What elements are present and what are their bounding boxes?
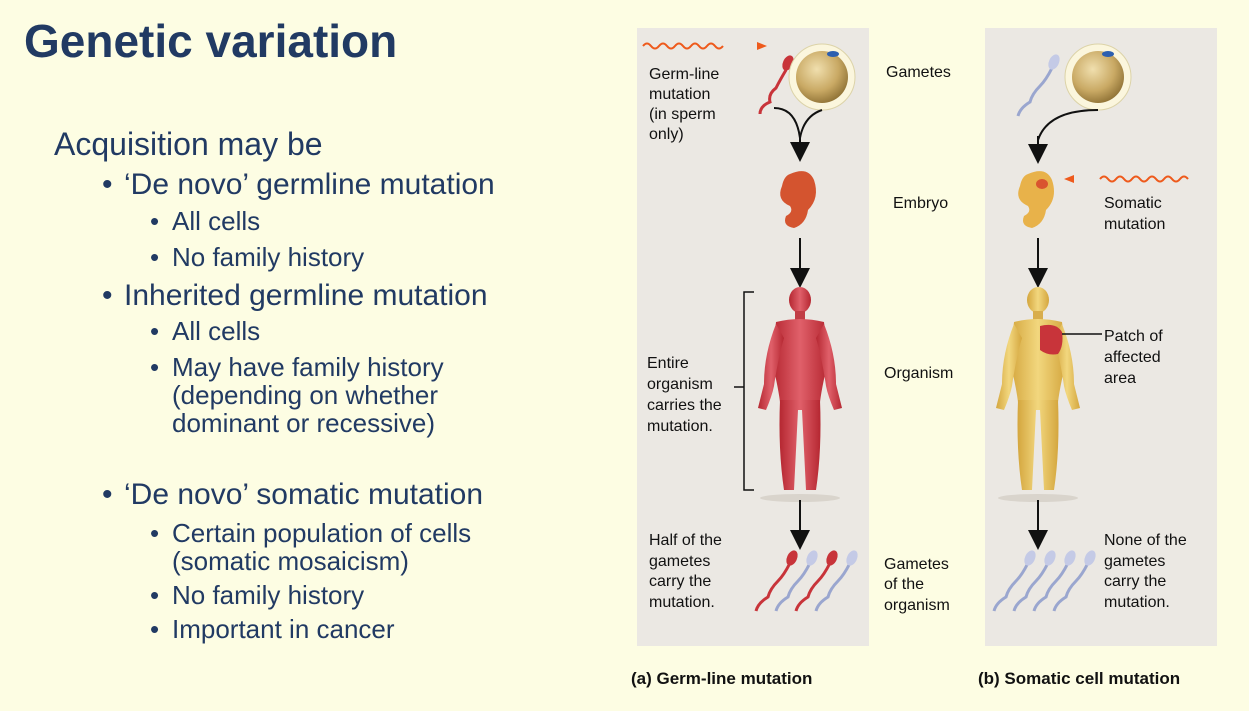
label-none-gametes-3: carry the	[1104, 573, 1166, 590]
label-entire-organism-3: carries the	[647, 397, 722, 414]
label-patch-1: Patch of	[1104, 328, 1163, 345]
label-entire-organism-1: Entire	[647, 355, 689, 372]
organism-bracket	[743, 291, 754, 491]
caption-germline: (a) Germ-line mutation	[631, 669, 812, 688]
embryo-mutant	[780, 171, 816, 228]
gametes-none-mutant	[992, 550, 1096, 612]
label-stage-embryo: Embryo	[893, 195, 948, 212]
label-none-gametes-4: mutation.	[1104, 594, 1170, 611]
panel-germline	[637, 28, 869, 646]
label-germline-mutation-4: only)	[649, 126, 684, 143]
label-stage-gametes-org-3: organism	[884, 597, 950, 614]
affected-patch	[1040, 324, 1063, 355]
merge-line-right	[799, 109, 823, 139]
gametes-half-mutant	[754, 550, 858, 612]
egg-nucleus-dot-b	[1102, 51, 1114, 57]
label-stage-organism: Organism	[884, 365, 953, 382]
label-entire-organism-4: mutation.	[647, 418, 713, 435]
bullet-dot: •	[102, 279, 113, 312]
sub-bullet-cells-population-line1: Certain population of cells	[172, 518, 472, 548]
bullet-denovo-germline: ‘De novo’ germline mutation	[124, 168, 495, 201]
sub-bullet-family-history-line2: (depending on whether	[172, 380, 438, 410]
label-somatic-mutation-1: Somatic	[1104, 195, 1162, 212]
sub-bullet-family-history-line3: dominant or recessive)	[172, 408, 435, 438]
label-germline-mutation-2: mutation	[649, 86, 710, 103]
label-half-gametes-4: mutation.	[649, 594, 715, 611]
label-entire-organism-2: organism	[647, 376, 713, 393]
label-germline-mutation-1: Germ-line	[649, 66, 719, 83]
sub-bullet-no-family-history-1: No family history	[172, 242, 365, 272]
label-half-gametes-1: Half of the	[649, 532, 722, 549]
label-somatic-mutation-2: mutation	[1104, 216, 1165, 233]
bullet-inherited-germline: Inherited germline mutation	[124, 279, 488, 312]
label-stage-gametes-org-1: Gametes	[884, 556, 949, 573]
bullet-dot: •	[150, 206, 160, 236]
label-stage-gametes: Gametes	[886, 64, 951, 81]
label-none-gametes-1: None of the	[1104, 532, 1187, 549]
egg-nucleus-dot	[827, 51, 839, 57]
bullet-dot: •	[150, 614, 160, 644]
caption-somatic: (b) Somatic cell mutation	[978, 669, 1180, 688]
bullet-denovo-somatic: ‘De novo’ somatic mutation	[124, 478, 484, 511]
mutant-sperm-tail	[758, 69, 788, 115]
sub-bullet-cells-population-line2: (somatic mosaicism)	[172, 546, 409, 576]
label-germline-mutation-3: (in sperm	[649, 106, 716, 123]
merge-line-left	[773, 107, 801, 139]
bullet-dot: •	[102, 168, 113, 201]
label-stage-gametes-org-2: of the	[884, 576, 924, 593]
sub-bullet-all-cells-2: All cells	[172, 316, 261, 346]
merge-line-b	[1037, 109, 1099, 141]
egg-cell	[796, 51, 848, 103]
bullet-dot: •	[150, 580, 160, 610]
normal-sperm-head	[1048, 54, 1060, 70]
embryo-patch	[1036, 179, 1048, 189]
somatic-arrowhead	[1064, 175, 1074, 183]
human-figure-somatic	[996, 287, 1080, 502]
label-half-gametes-2: gametes	[649, 553, 710, 570]
label-none-gametes-2: gametes	[1104, 553, 1165, 570]
label-patch-2: affected	[1104, 349, 1161, 366]
bullet-dot: •	[102, 478, 113, 511]
human-figure-mutant	[758, 287, 842, 502]
bullet-dot: •	[150, 316, 160, 346]
bullet-dot: •	[150, 242, 160, 272]
intro-text: Acquisition may be	[54, 126, 323, 162]
mutagen-wavy-arrow	[642, 42, 724, 50]
mutagen-arrowhead	[757, 42, 767, 50]
slide-title: Genetic variation	[24, 15, 398, 67]
sub-bullet-cancer: Important in cancer	[172, 614, 395, 644]
normal-sperm-tail	[1016, 67, 1054, 117]
somatic-wavy-arrow	[1099, 175, 1189, 183]
sub-bullet-family-history-line1: May have family history	[172, 352, 444, 382]
sub-bullet-no-family-history-2: No family history	[172, 580, 365, 610]
bullet-dot: •	[150, 518, 160, 548]
label-half-gametes-3: carry the	[649, 573, 711, 590]
label-patch-3: area	[1104, 370, 1136, 387]
bullet-dot: •	[150, 352, 160, 382]
sub-bullet-all-cells-1: All cells	[172, 206, 261, 236]
egg-cell-b	[1072, 51, 1124, 103]
